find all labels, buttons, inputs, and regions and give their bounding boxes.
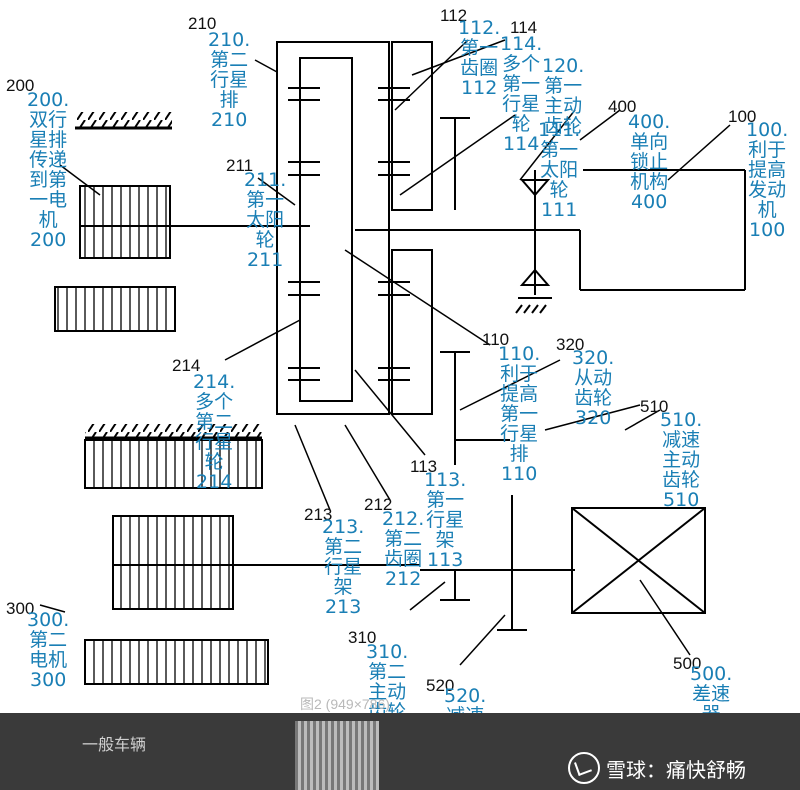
- label-214: 214. 多个 第二 行星 轮 214: [193, 371, 236, 493]
- ref-211: 211: [226, 156, 254, 175]
- ref-400: 400: [608, 97, 637, 116]
- article-footer-bar: [0, 713, 800, 790]
- label-114: 114. 多个 第一 行星 轮 114: [500, 33, 543, 155]
- ref-200: 200: [6, 76, 35, 95]
- label-100: 100. 利于 提高 发动 机 100: [746, 119, 789, 241]
- label-113: 113. 第一 行星 架 113: [424, 469, 467, 571]
- ref-212: 212: [364, 495, 393, 514]
- output-shaft: [420, 351, 575, 631]
- ref-214: 214: [172, 356, 201, 375]
- upper-housing-hatch: [75, 112, 172, 130]
- label-320: 320. 从动 齿轮 320: [572, 347, 615, 429]
- differential: [571, 507, 706, 614]
- label-210: 210. 第二 行星 排 210: [208, 29, 251, 131]
- ref-213: 213: [304, 505, 333, 524]
- one-way-lock: [440, 117, 746, 314]
- ref-310: 310: [348, 628, 377, 647]
- ref-112: 112: [440, 6, 468, 25]
- label-120: 120. 第一 主动 齿轮: [542, 55, 585, 137]
- ref-320: 320: [556, 335, 585, 354]
- label-300: 300. 第二 电机 300: [27, 609, 70, 691]
- figure-caption: 图2 (949×786): [300, 696, 390, 712]
- ref-300: 300: [6, 599, 35, 618]
- ref-510: 510: [640, 397, 669, 416]
- qr-code-image: [295, 721, 379, 790]
- label-213: 213. 第二 行星 架 213: [322, 516, 365, 618]
- xueqiu-logo-icon: [568, 752, 600, 784]
- ref-520: 520: [426, 676, 455, 695]
- label-400: 400. 单向 锁止 机构 400: [628, 111, 671, 213]
- xueqiu-watermark: 雪球：痛快舒畅: [568, 752, 746, 784]
- brand-text: 雪球：痛快舒畅: [606, 757, 746, 782]
- ref-114: 114: [510, 18, 538, 37]
- ref-500: 500: [673, 654, 702, 673]
- ref-210: 210: [188, 14, 217, 33]
- label-111: 111. 第一 太阳 轮 111: [538, 119, 581, 221]
- first-motor: [54, 185, 176, 332]
- article-text: 一般车辆: [82, 735, 147, 754]
- label-112: 112. 第一 齿圈 112: [458, 17, 501, 99]
- label-510: 510. 减速 主动 齿轮 510: [660, 409, 703, 511]
- second-motor: [84, 424, 420, 685]
- ref-113: 113: [410, 457, 438, 476]
- label-110: 110. 利于 提高 第一 行星 排 110: [498, 343, 541, 485]
- label-211: 211. 第一 太阳 轮 211: [244, 169, 287, 271]
- label-200: 200. 双行 星排 传递 到第 一电 机 200: [27, 89, 70, 251]
- ref-110: 110: [482, 330, 510, 349]
- leader-lines: [39, 39, 731, 666]
- label-212: 212. 第二 齿圈 212: [382, 508, 425, 590]
- ref-100: 100: [728, 107, 757, 126]
